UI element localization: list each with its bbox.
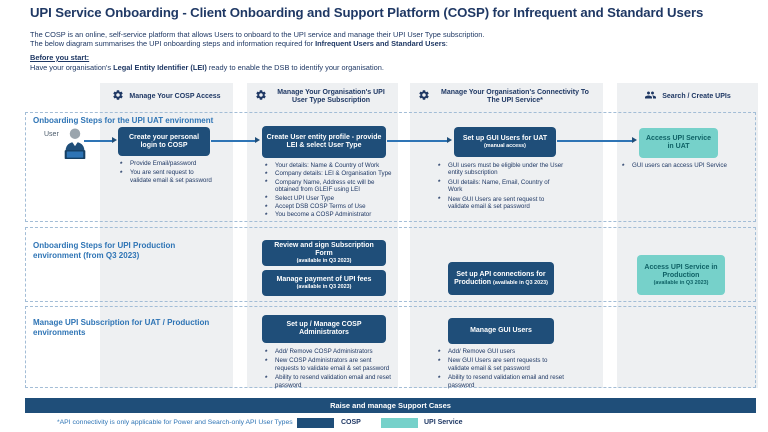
box-subtitle: (available in Q3 2023) (296, 283, 352, 290)
bullet-item: Ability to resend validation email and r… (264, 374, 396, 389)
bullet-item: GUI users must be eligible under the Use… (437, 162, 565, 177)
column-header-label: Manage Your Organisation's Connectivity … (441, 88, 589, 104)
box-setup-api-connections: Set up API connections for Production (a… (448, 262, 554, 295)
bullet-item: Ability to resend validation email and r… (437, 374, 567, 389)
bullet-item: GUI users can access UPI Service (621, 162, 741, 170)
box-subtitle: (available in Q3 2023) (653, 279, 709, 286)
column-header-label: Manage Your COSP Access (129, 92, 221, 100)
page-title: UPI Service Onboarding - Client Onboardi… (30, 5, 704, 20)
bullet-item: You are sent request to validate email &… (119, 169, 213, 184)
bullet-item: New GUI Users are sent request to valida… (437, 196, 565, 211)
bullet-item: New COSP Administrators are sent request… (264, 357, 396, 372)
before-you-start-label: Before you start: (30, 53, 90, 62)
arrow-user-to-step1 (84, 140, 113, 142)
legend-swatch-upi-service (381, 418, 418, 428)
bullet-list-step3: GUI users must be eligible under the Use… (437, 162, 565, 212)
step-box-create-entity-profile: Create User entity profile - provide LEI… (262, 126, 386, 158)
bullet-item: Company Name, Address etc will be obtain… (264, 179, 392, 194)
arrow-step1-to-step2 (211, 140, 256, 142)
gear-icon (255, 89, 267, 104)
arrow-head-icon (632, 137, 637, 143)
intro-line-1: The COSP is an online, self-service plat… (30, 30, 485, 39)
gear-icon (112, 89, 124, 104)
legend-label-upi-service: UPI Service (424, 419, 463, 426)
user-label: User (44, 131, 59, 138)
bullet-item: New GUI Users are sent requests to valid… (437, 357, 567, 372)
step-box-create-personal-login: Create your personal login to COSP (118, 127, 210, 156)
box-manage-gui-users: Manage GUI Users (448, 318, 554, 344)
column-header-connectivity: Manage Your Organisation's Connectivity … (410, 84, 603, 109)
arrow-step3-to-step4 (557, 140, 633, 142)
column-header-label: Search / Create UPIs (662, 92, 731, 100)
arrow-step2-to-step3 (387, 140, 448, 142)
column-header-subscription: Manage Your Organisation's UPI User Type… (247, 84, 398, 109)
row-uat-frame (25, 112, 756, 222)
legend-label-cosp: COSP (341, 419, 361, 426)
arrow-head-icon (447, 137, 452, 143)
bullet-list-gui-users: Add/ Remove GUI users New GUI Users are … (437, 348, 567, 391)
box-manage-payment-fees: Manage payment of UPI fees (available in… (262, 270, 386, 296)
intro-text: The COSP is an online, self-service plat… (30, 30, 730, 48)
box-setup-manage-cosp-admins: Set up / Manage COSP Administrators (262, 315, 386, 343)
row-production-frame (25, 227, 756, 302)
box-review-sign-subscription: Review and sign Subscription Form (avail… (262, 240, 386, 266)
bullet-item: Add/ Remove GUI users (437, 348, 567, 356)
bullet-item: You become a COSP Administrator (264, 211, 392, 219)
column-header-search-create-upis: Search / Create UPIs (617, 84, 758, 109)
column-header-cosp-access: Manage Your COSP Access (100, 84, 233, 109)
step-box-subtitle: (manual access) (484, 142, 526, 149)
people-icon (644, 89, 657, 104)
row-label-uat: Onboarding Steps for the UPI UAT environ… (33, 116, 214, 125)
box-subtitle: (available in Q3 2023) (296, 257, 352, 264)
bullet-item: Your details: Name & Country of Work (264, 162, 392, 170)
bullet-item: Provide Email/password (119, 160, 213, 168)
bullet-item: Select UPI User Type (264, 195, 392, 203)
arrow-head-icon (255, 137, 260, 143)
step-box-access-upi-uat: Access UPI Service in UAT (639, 128, 718, 158)
legend-swatch-cosp (297, 418, 334, 428)
box-subtitle: (available in Q3 2023) (493, 279, 548, 286)
bullet-item: Add/ Remove COSP Administrators (264, 348, 396, 356)
user-icon (60, 126, 90, 167)
step-box-setup-gui-users-uat: Set up GUI Users for UAT (manual access) (454, 127, 556, 157)
box-access-upi-production: Access UPI Service in Production (availa… (637, 255, 725, 295)
bullet-list-step4: GUI users can access UPI Service (621, 162, 741, 171)
row-label-production: Onboarding Steps for UPI Production envi… (33, 241, 176, 260)
row-label-manage-subscription: Manage UPI Subscription for UAT / Produc… (33, 318, 210, 337)
bullet-list-cosp-admins: Add/ Remove COSP Administrators New COSP… (264, 348, 396, 391)
arrow-head-icon (112, 137, 117, 143)
bullet-list-step1: Provide Email/password You are sent requ… (119, 160, 213, 186)
gear-icon (418, 89, 430, 104)
column-header-label: Manage Your Organisation's UPI User Type… (277, 88, 385, 104)
bullet-item: GUI details: Name, Email, Country of Wor… (437, 179, 565, 194)
support-cases-bar: Raise and manage Support Cases (25, 398, 756, 413)
intro-line-2: The below diagram summarises the UPI onb… (30, 39, 448, 48)
bullet-list-step2: Your details: Name & Country of Work Com… (264, 162, 392, 220)
bullet-item: Accept DSB COSP Terms of Use (264, 203, 392, 211)
bullet-item: Company details: LEI & Organisation Type (264, 170, 392, 178)
before-you-start-text: Have your organisation's Legal Entity Id… (30, 63, 384, 72)
api-connectivity-footnote: *API connectivity is only applicable for… (57, 419, 293, 426)
